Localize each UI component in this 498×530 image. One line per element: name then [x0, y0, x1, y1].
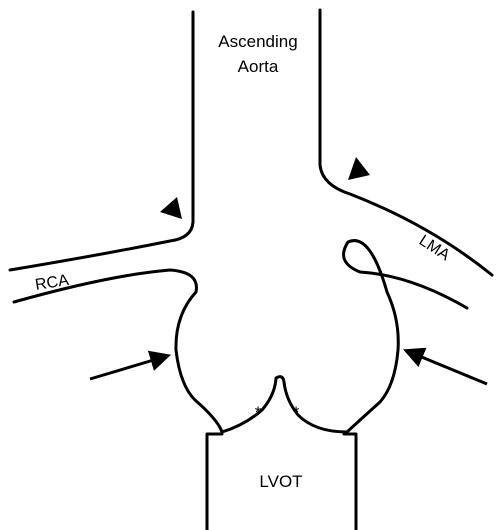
left-sinus-wall [14, 270, 222, 432]
aorta-right-wall [320, 10, 492, 275]
triangle-left-wall-icon [160, 197, 182, 219]
lma-label: LMA [416, 232, 453, 264]
aorta-label-line2: Aorta [238, 57, 279, 76]
asterisk-right: * [293, 403, 300, 422]
aorta-left-wall [10, 12, 193, 270]
arrow-right-sinus-icon [407, 351, 487, 384]
right-sinus-wall [344, 241, 467, 432]
valve-leaflets [222, 377, 347, 432]
lvot-outline-right [344, 434, 356, 530]
aorta-label-line1: Ascending [218, 32, 297, 51]
arrow-left-sinus-icon [90, 356, 167, 379]
lvot-outline [207, 434, 222, 530]
rca-label: RCA [34, 272, 70, 294]
triangle-right-wall-icon [348, 157, 370, 180]
lvot-label: LVOT [259, 472, 302, 491]
asterisk-left: * [255, 403, 262, 422]
